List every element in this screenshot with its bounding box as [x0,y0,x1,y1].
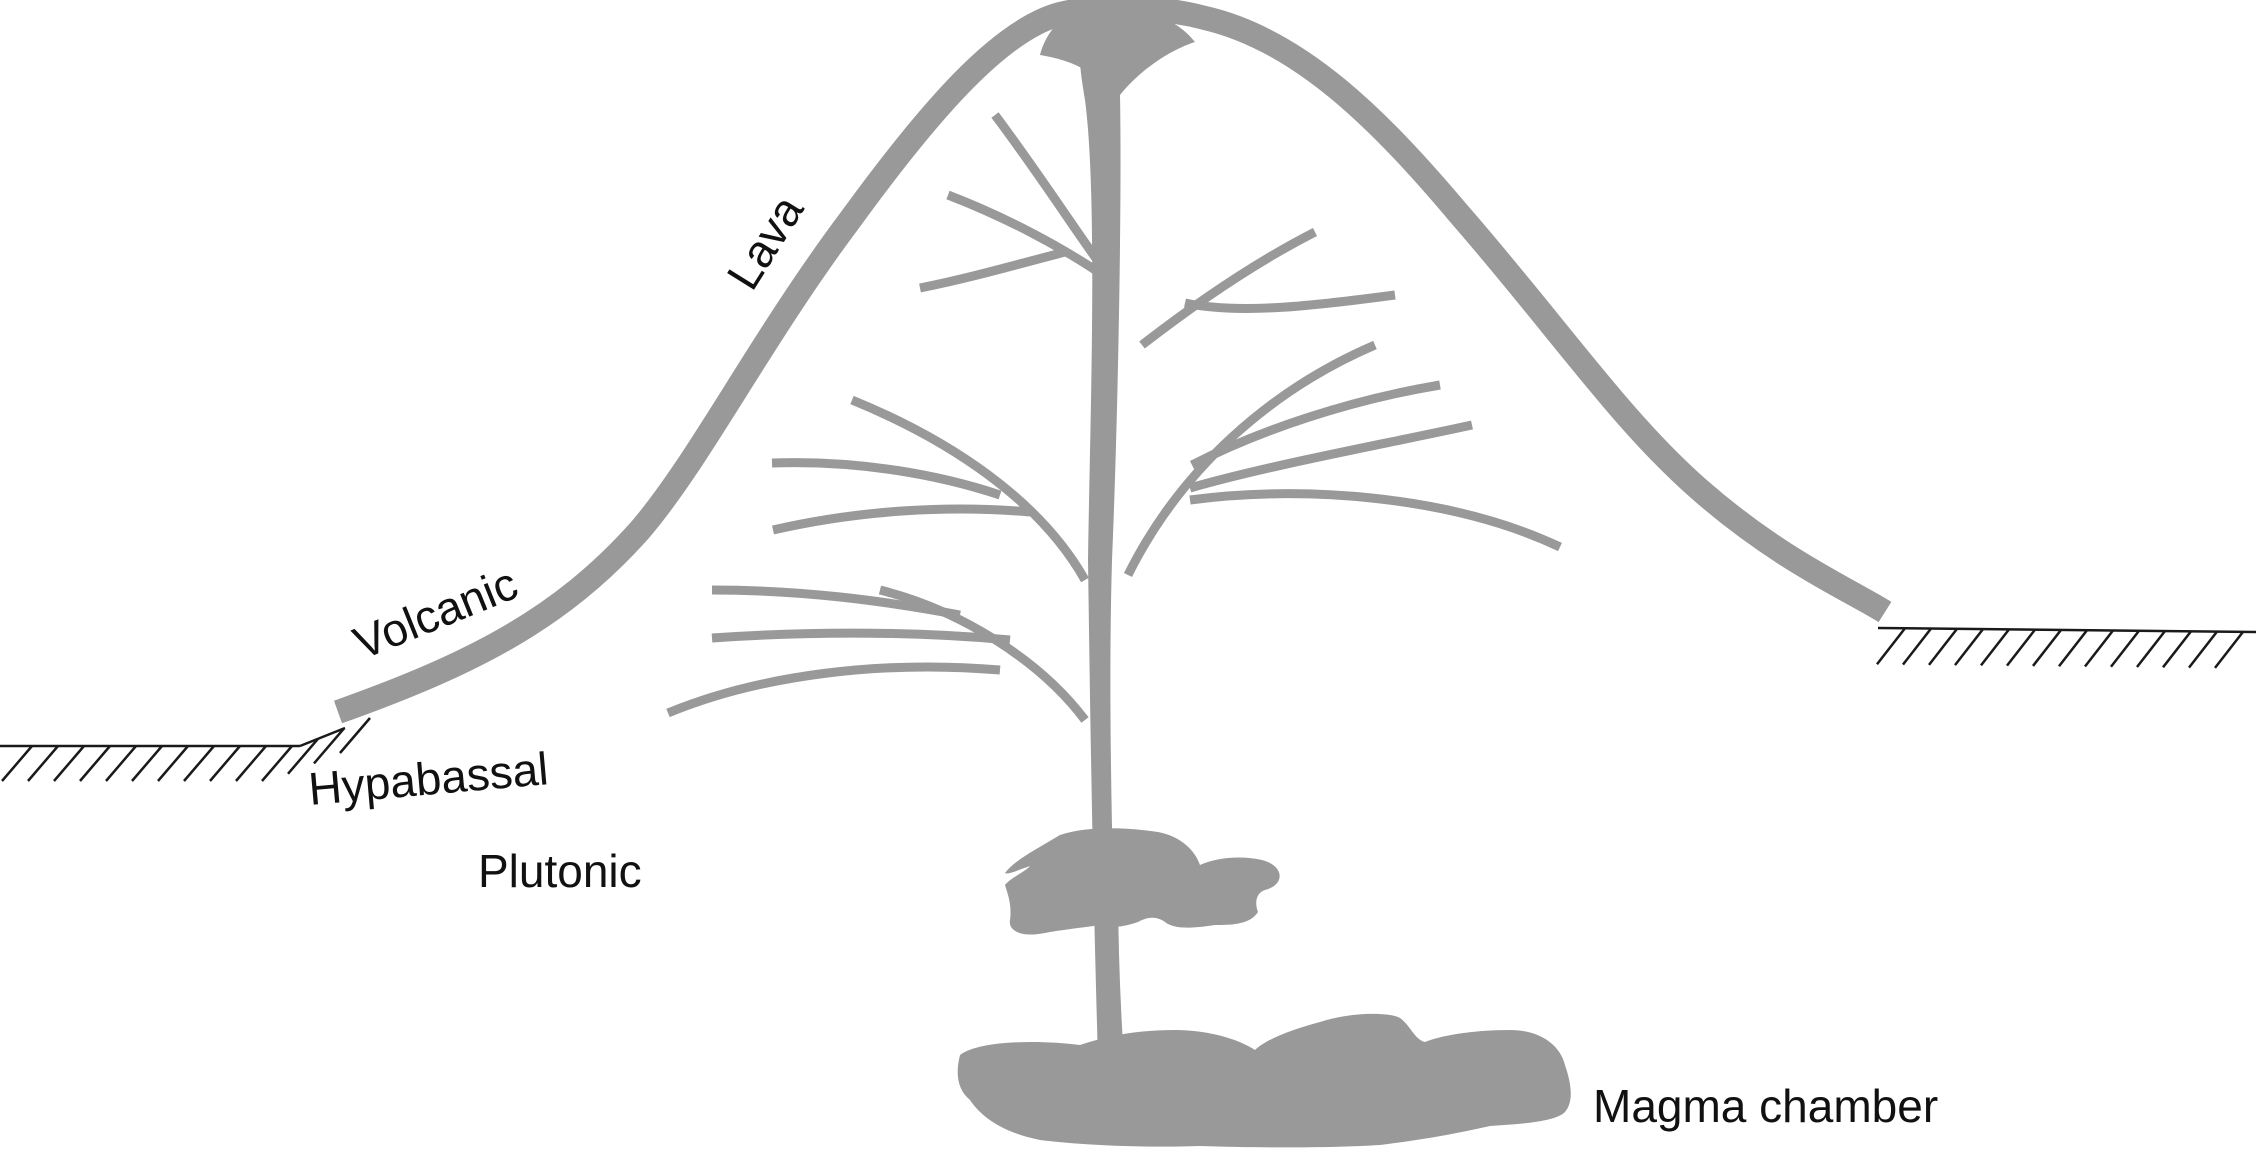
ground-hatch-mark [2058,629,2088,667]
vent-crater [1040,7,1195,95]
ground-hatch-mark [2188,630,2218,669]
ground-hatch-mark [183,745,215,782]
magma-chamber-label: Magma chamber [1593,1080,1938,1132]
ground-hatch-mark [53,745,85,782]
magma-chamber-body [957,1013,1571,1148]
ground-hatch-mark [131,745,163,782]
ground-hatch-mark [287,737,319,775]
ground-hatch-mark [1980,628,2010,667]
ground-hatch-mark [79,745,111,782]
hypabassal-label: Hypabassal [306,742,550,815]
ground-hatch-mark [2214,631,2244,669]
ground-hatch-mark [2032,629,2062,667]
ground-hatch-mark [2084,629,2114,668]
ground-hatch-mark [261,745,293,782]
ground-hatch-mark [2006,628,2036,667]
central-conduit [1079,45,1121,1060]
ground-hatch-mark [27,745,59,782]
ground-surface-left [0,717,371,782]
plutonic-label: Plutonic [478,845,642,897]
ground-hatch-mark [313,727,345,765]
ground-hatch-mark [2110,629,2140,668]
ground-hatch-mark [1928,628,1958,666]
ground-hatch-mark [209,745,241,782]
ground-surface-right [1876,626,2256,669]
ground-hatch-mark [1954,628,1984,666]
ground-hatch-mark [1,745,33,782]
upper-pluton [1005,828,1280,935]
ground-hatch-mark [2136,630,2166,668]
ground-hatch-mark [157,745,189,782]
ground-hatch-mark [339,717,371,754]
dikes-left [666,112,1114,723]
ground-hatch-mark [235,745,267,782]
ground-hatch-mark [1902,627,1932,666]
ground-hatch-mark [2162,630,2192,669]
dikes-right [1123,227,1562,577]
ground-hatch-mark [105,745,137,782]
ground-hatch-mark [1876,627,1906,666]
